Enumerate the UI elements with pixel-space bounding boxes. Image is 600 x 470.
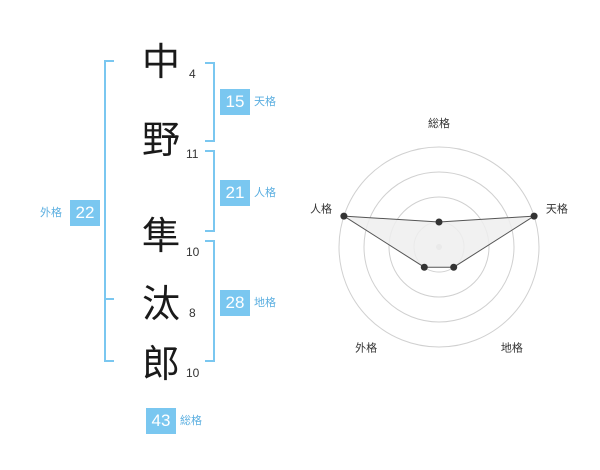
- tenkaku-value-badge: 15: [220, 89, 250, 115]
- gaikaku-bracket: [104, 60, 114, 362]
- jinkaku-label: 人格: [254, 186, 276, 199]
- radar-point-2: [450, 263, 458, 271]
- name-char-2: 野: [142, 118, 181, 162]
- tenkaku-label: 天格: [254, 95, 276, 108]
- radar-point-1: [530, 212, 538, 220]
- stroke-count-5: 10: [186, 366, 200, 380]
- gaikaku-label: 外格: [40, 206, 62, 219]
- radar-axis-label-0: 総格: [428, 116, 450, 130]
- radar-data-polygon: [343, 215, 535, 268]
- stroke-count-2: 11: [186, 147, 199, 161]
- soukaku-value-badge: 43: [146, 408, 176, 434]
- stroke-count-1: 4: [189, 67, 196, 81]
- chikaku-value-badge: 28: [220, 290, 250, 316]
- jinkaku-value-badge: 21: [220, 180, 250, 206]
- radar-ring-4: [338, 146, 540, 348]
- gaikaku-bracket-divider: [104, 298, 114, 300]
- tenkaku-bracket: [205, 62, 215, 142]
- radar-ring-2: [388, 196, 490, 298]
- radar-axis-label-3: 外格: [355, 340, 377, 354]
- stroke-count-4: 8: [189, 306, 196, 320]
- name-char-4: 汰: [142, 282, 181, 326]
- gaikaku-value-badge: 22: [70, 200, 100, 226]
- soukaku-label: 総格: [180, 414, 202, 427]
- chikaku-label: 地格: [254, 296, 276, 309]
- radar-axis-label-4: 人格: [310, 202, 332, 216]
- radar-point-3: [420, 263, 428, 271]
- jinkaku-bracket: [205, 150, 215, 232]
- stroke-count-3: 10: [186, 245, 200, 259]
- radar-axis-label-1: 天格: [546, 202, 568, 216]
- radar-points: [340, 212, 538, 271]
- radar-ring-3: [363, 171, 515, 323]
- radar-point-4: [340, 212, 348, 220]
- radar-axis-label-2: 地格: [501, 340, 523, 354]
- name-char-5: 郎: [142, 342, 181, 386]
- name-char-3: 隼: [142, 214, 181, 258]
- chikaku-bracket: [205, 240, 215, 362]
- name-char-1: 中: [142, 40, 181, 84]
- radar-grid: [338, 146, 540, 348]
- radar-point-0: [435, 218, 443, 226]
